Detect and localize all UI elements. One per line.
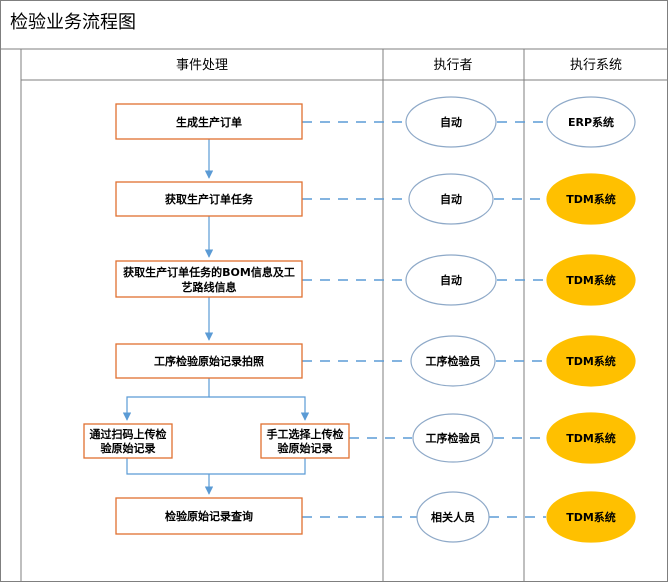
step-box-5-manual [260, 423, 350, 459]
executor-oval-4 [410, 335, 496, 387]
executor-oval-3 [405, 254, 497, 306]
step-box-5-scan [83, 423, 173, 459]
header-system: 执行系统 [570, 58, 622, 73]
system-label-2: TDM系统 [566, 192, 616, 206]
system-oval-1 [546, 96, 636, 148]
executor-label-1: 自动 [440, 115, 462, 129]
step-label-5-manual-line-2: 验原始记录 [278, 441, 333, 455]
system-label-6: TDM系统 [566, 510, 616, 524]
executor-label-2: 自动 [440, 192, 462, 206]
step-label-6: 检验原始记录查询 [165, 509, 253, 523]
system-oval-4 [546, 335, 636, 387]
step-label-5-manual-line-1: 手工选择上传检 [267, 427, 344, 441]
executor-label-5: 工序检验员 [426, 431, 481, 445]
diagram-title: 检验业务流程图 [10, 12, 136, 33]
system-oval-5 [546, 412, 636, 464]
flow-arrow-split-right [209, 396, 310, 421]
flow-merge-line [126, 458, 306, 475]
step-label-5-scan-line-1: 通过扫码上传检 [90, 427, 167, 441]
step-box-1 [115, 103, 303, 140]
system-oval-3 [546, 254, 636, 306]
executor-oval-1 [405, 96, 497, 148]
step-label-3-line-1: 获取生产订单任务的BOM信息及工 [123, 265, 295, 279]
step-box-6 [115, 497, 303, 535]
executor-label-3: 自动 [440, 273, 462, 287]
step-label-1: 生成生产订单 [176, 115, 242, 129]
system-oval-2 [546, 173, 636, 225]
step-box-4 [115, 343, 303, 379]
step-label-2: 获取生产订单任务 [165, 192, 254, 206]
step-box-2 [115, 181, 303, 217]
header-event: 事件处理 [176, 58, 228, 73]
executor-oval-5 [412, 413, 494, 463]
system-label-3: TDM系统 [566, 273, 616, 287]
executor-oval-2 [408, 173, 494, 225]
system-label-1: ERP系统 [568, 115, 614, 129]
flow-arrow-split-left [122, 378, 210, 421]
step-box-3 [115, 260, 303, 298]
header-executor: 执行者 [433, 58, 472, 73]
step-label-4: 工序检验原始记录拍照 [154, 354, 264, 368]
executor-label-4: 工序检验员 [426, 354, 481, 368]
step-label-5-scan-line-2: 验原始记录 [101, 441, 156, 455]
system-label-5: TDM系统 [566, 431, 616, 445]
system-oval-6 [546, 491, 636, 543]
step-label-3-line-2: 艺路线信息 [182, 280, 237, 294]
executor-label-6: 相关人员 [431, 510, 475, 524]
system-label-4: TDM系统 [566, 354, 616, 368]
executor-oval-6 [416, 491, 490, 543]
